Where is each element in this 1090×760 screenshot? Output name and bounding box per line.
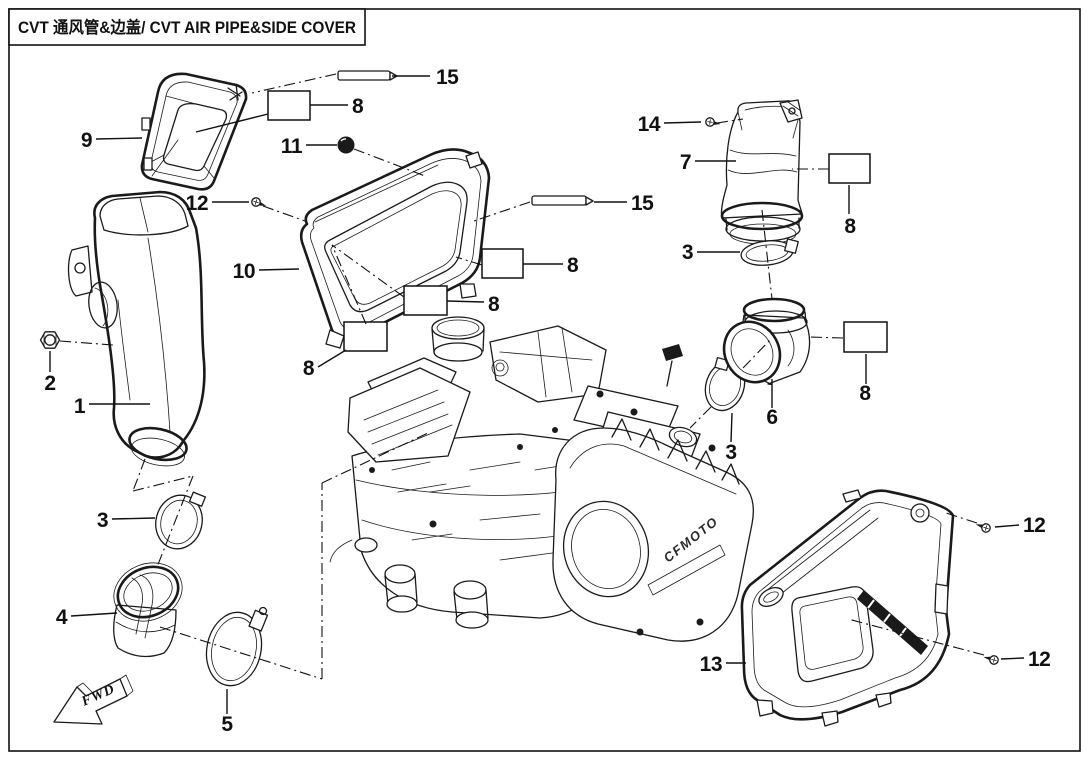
part-8-foam-pad [403,285,448,316]
leader-dash-line [455,256,483,266]
callout-number-11: 11 [281,135,303,158]
part-8-foam-pad [267,90,311,121]
part-8-foam-pad [481,248,524,279]
part-12-screw-a [251,197,267,207]
callout-number-8: 8 [859,382,871,405]
leader-line [730,412,733,443]
leader-dash-line [470,201,531,223]
part-13-side-cover [740,489,955,727]
leader-dash-line [59,340,114,346]
part-14-screw [705,117,721,127]
callout-number-8: 8 [303,357,315,380]
part-6-elbow-pipe [722,297,811,386]
part-8-foam-pad [843,321,888,353]
leader-dash-line [761,209,773,300]
part-1-air-intake-duct [67,190,206,467]
callout-number-10: 10 [233,260,255,283]
callout-number-12: 12 [1023,514,1045,537]
callout-number-3: 3 [97,509,108,532]
part-8-foam-pad [828,153,871,184]
exploded-axis-line [159,626,323,680]
leader-line [95,137,143,140]
part-11-rubber-plug [337,136,355,154]
leader-line [663,121,702,124]
leader-line [195,113,269,133]
leader-dash-line [331,244,367,325]
callout-number-9: 9 [81,129,92,152]
leader-dash-line [847,618,985,656]
leader-line [1000,657,1025,660]
leader-dash-line [353,148,426,177]
callout-number-14: 14 [638,113,661,136]
callout-number-15: 15 [631,192,654,215]
part-5-large-clamp [205,606,269,687]
callout-number-5: 5 [221,713,233,736]
exploded-axis-line [156,475,194,568]
leader-dash-line [331,244,405,298]
callout-number-2: 2 [44,372,55,395]
leader-dash-line [942,511,978,524]
callout-number-6: 6 [766,406,777,429]
leader-dash-line [689,406,712,429]
leader-line [994,524,1020,528]
page-title: CVT 通风管&边盖/ CVT AIR PIPE&SIDE COVER [18,17,356,37]
part-4-rubber-boot [113,562,183,658]
callout-number-13: 13 [700,653,722,676]
exploded-axis-line [321,432,429,484]
part-12-screw-b [975,523,991,533]
leader-dash-line [262,205,306,222]
leader-dash-line [742,339,771,369]
title-box [8,8,366,46]
callout-number-3: 3 [725,441,736,464]
callout-number-8: 8 [844,215,856,238]
leader-line [111,517,156,520]
breather-plug [662,344,683,361]
part-8-foam-pad [343,321,388,352]
callout-number-12: 12 [186,192,208,215]
callout-number-4: 4 [56,606,68,629]
part-12-screw-c [983,655,999,665]
leader-line [317,349,347,368]
leader-line [446,300,485,303]
callout-number-1: 1 [74,395,86,418]
leader-dash-line [716,118,744,124]
engine-assembly: CFMOTO [329,316,754,642]
exploded-axis-line [132,475,194,492]
leader-line [70,612,118,617]
leader-dash-line [251,73,337,94]
callout-number-8: 8 [488,293,500,316]
leader-dash-line [808,336,844,339]
callout-number-8: 8 [352,95,364,118]
callout-number-8: 8 [567,254,579,277]
part-2-nut [39,331,61,349]
callout-number-7: 7 [680,151,691,174]
part-9-cover-plate [140,72,248,191]
part-7-air-pipe [720,99,804,245]
part-15-seal-strip-mid [531,195,594,206]
callout-number-15: 15 [436,66,459,89]
callout-number-12: 12 [1028,648,1050,671]
callout-number-3: 3 [682,241,693,264]
leader-line [258,268,300,271]
exploded-axis-line [132,458,146,492]
part-15-seal-strip-top [337,70,398,81]
